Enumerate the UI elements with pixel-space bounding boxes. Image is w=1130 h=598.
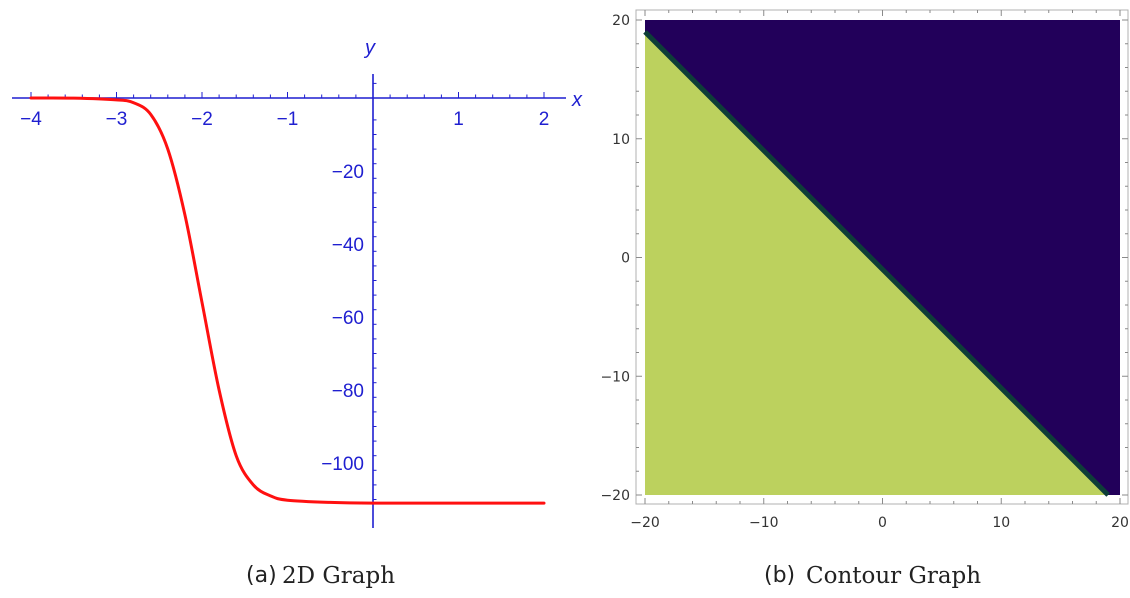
x-tick-label: 0 xyxy=(878,515,887,531)
x-tick-label: −1 xyxy=(277,109,299,130)
caption-a-text: 2D Graph xyxy=(282,563,395,589)
series-curve xyxy=(29,96,546,505)
y-tick-label: −60 xyxy=(332,308,364,329)
y-tick-label: −100 xyxy=(321,454,364,475)
y-tick-label: −40 xyxy=(332,235,364,256)
x-tick-label: −4 xyxy=(20,109,42,130)
y-tick-label: 20 xyxy=(612,13,630,29)
caption-b-text: Contour Graph xyxy=(806,563,981,589)
x-tick-label: 20 xyxy=(1111,515,1129,531)
y-tick-label: 10 xyxy=(612,132,630,148)
x-tick-label: −10 xyxy=(749,515,779,531)
y-tick-label: −10 xyxy=(600,369,630,385)
plot-contour-graph: −20 −10 0 10 20 −20 −10 0 10 20 xyxy=(600,9,1129,531)
y-axis-title: y xyxy=(363,37,376,59)
x-tick-label: 2 xyxy=(539,109,550,130)
region-upper-right xyxy=(645,20,1120,495)
x-tick-label: 10 xyxy=(992,515,1010,531)
caption-a-marker: (a) xyxy=(246,563,277,588)
y-tick-label: −20 xyxy=(600,488,630,504)
x-tick-label: 1 xyxy=(453,109,464,130)
x-tick-label: −2 xyxy=(191,109,213,130)
caption-b-marker: (b) xyxy=(764,563,795,588)
contour-boundary xyxy=(643,30,1110,497)
x-tick-label: −20 xyxy=(630,515,660,531)
x-tick-label: −3 xyxy=(106,109,128,130)
x-axis-title: x xyxy=(571,89,583,111)
y-tick-label: 0 xyxy=(621,251,630,267)
y-tick-label: −80 xyxy=(332,381,364,402)
y-tick-label: −20 xyxy=(332,162,364,183)
plot-2d-graph: −4 −3 −2 −1 1 2 −20 −40 −60 −80 −100 x y xyxy=(12,37,583,528)
